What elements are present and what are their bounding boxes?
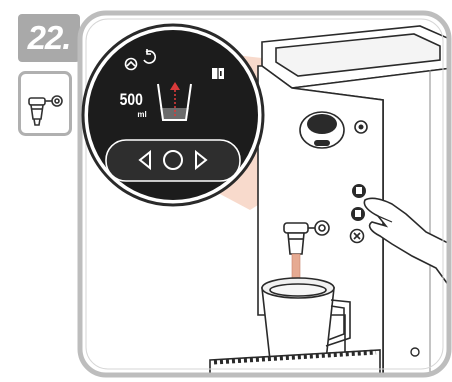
cancel-button[interactable] [351, 230, 364, 243]
volume-value: 500 [120, 91, 143, 110]
manual-book-icon [212, 68, 224, 79]
power-button[interactable] [411, 348, 419, 356]
machine-display [300, 112, 344, 148]
cup-button[interactable] [351, 207, 365, 221]
settings-button[interactable] [355, 121, 367, 133]
volume-unit: ml [137, 110, 146, 119]
milk-button[interactable] [352, 184, 366, 198]
